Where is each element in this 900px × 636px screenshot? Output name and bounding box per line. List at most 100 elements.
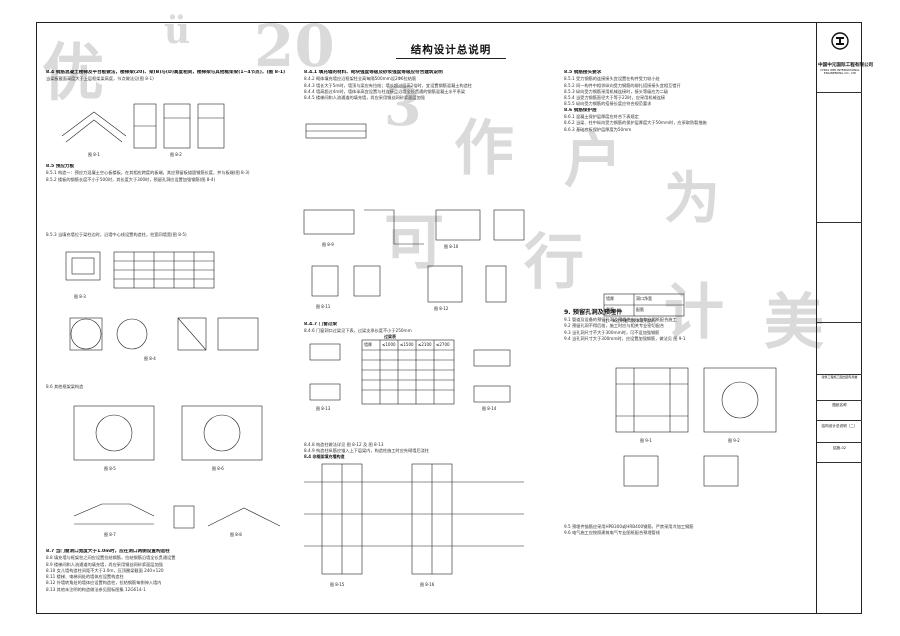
watermark: ü bbox=[164, 10, 191, 52]
note-line: 8.6 钢筋保护层 bbox=[564, 107, 597, 113]
note-line: 8.5.3 当填充墙位于梁柱边时，沿墙中心线设置构造柱，柱宽同墙宽(图 8-5) bbox=[46, 232, 187, 237]
table-header: 墙厚 bbox=[364, 342, 372, 347]
note-line: 8.6.3 基础底板保护层厚度为50mm bbox=[564, 126, 632, 132]
note-line: 8.4.3 墙长大于5m时，墙顶与梁应有拉结；墙长超过层高2倍时，宜设置钢筋混凝… bbox=[304, 82, 472, 88]
drawing-number: 结施-02 bbox=[817, 442, 862, 460]
title-underline bbox=[396, 58, 506, 59]
figure-label: 图 8-9 bbox=[322, 242, 334, 247]
figure-label: 图 8-4 bbox=[144, 356, 156, 361]
note-line: 8.4.9 构造柱纵筋应锚入上下层梁内，构造柱施工时应先砌墙后浇柱 bbox=[304, 448, 430, 454]
table-label: 配筋 bbox=[636, 307, 644, 312]
watermark: 20 bbox=[254, 12, 335, 80]
note-line: 8.5 预应力板 bbox=[46, 164, 75, 169]
figure-label: 图 8-8 bbox=[230, 532, 242, 537]
note-line: 8.5.3 纵向受力钢筋采用机械连接时，接头等级应为二级 bbox=[564, 88, 669, 94]
note-line: 8.5.2 楼板的钢筋长度不小于500时，其长度大于300时，预留孔洞应设置加强… bbox=[46, 176, 216, 182]
text-column-2c: 8.4.8 构造柱做法详见 图 8-12 及 图 8-13 8.4.9 构造柱纵… bbox=[304, 442, 544, 455]
watermark: 为 bbox=[664, 166, 720, 232]
figure-label: 图 8-15 bbox=[330, 582, 345, 587]
note-line: 8.9 楼梯间和人流通道的填充墙，尚应采用钢丝网砂浆面层加强 bbox=[46, 561, 163, 567]
note-line: 8.5.1 受力钢筋的连接接头宜设置在构件受力较小处 bbox=[564, 76, 660, 82]
note-line: 8.4 钢筋混凝土楼梯及平台板做法，楼梯梁(20)、梁(B)与(D)高度相同，楼… bbox=[46, 70, 286, 75]
note-line: 8.7 当门窗洞口宽度大于1.0m时，应在洞口两侧设置构造柱 bbox=[46, 549, 170, 554]
text-column-3c: 9.5 预埋件锚筋应采用HPB300或HRB400钢筋，严禁采用冷加工钢筋 9.… bbox=[564, 524, 809, 537]
note-line: 8.4.2 砌体填充墙应沿框架柱全高每隔500mm设2Φ6拉结筋 bbox=[304, 76, 417, 82]
note-line: 8.4.7 门窗过梁 bbox=[304, 322, 338, 327]
figure-label: 图 8-3 bbox=[74, 294, 86, 299]
watermark: 作 bbox=[454, 114, 514, 184]
text-column-1c: 8.5.3 当填充墙位于梁柱边时，沿墙中心线设置构造柱，柱宽同墙宽(图 8-5) bbox=[46, 232, 286, 238]
text-column-1b: 8.5 预应力板 8.5.1 构造一：预应力混凝土空心板楼板，在其相应跨度的板端… bbox=[46, 164, 286, 183]
figure-label: 图 8-6 bbox=[212, 466, 224, 471]
drawing-frame bbox=[36, 22, 862, 614]
text-column-1: 8.4 钢筋混凝土楼梯及平台板做法，楼梯梁(20)、梁(B)与(D)高度相同，楼… bbox=[46, 70, 286, 83]
note-line: 9.4 当孔洞尺寸大于300mm时，应设置加强钢筋，做法见 图 9-1 bbox=[564, 335, 686, 341]
table-header: ≤2100 bbox=[418, 342, 432, 347]
watermark: 美 bbox=[764, 288, 824, 358]
text-column-2: 8.4.1 填充墙的材料、砌块强度等级及砂浆强度等级应符合建筑说明 8.4.2 … bbox=[304, 70, 544, 101]
note-line: 8.6.2 当梁、柱中纵向受力钢筋的保护层厚度大于50mm时，应采取防裂措施 bbox=[564, 120, 707, 126]
note-line: 8.4.8 构造柱做法详见 图 8-12 及 图 8-13 bbox=[304, 442, 384, 447]
text-column-1d: 8.6 其他框架梁构造 bbox=[46, 384, 286, 390]
company-name: 中国中元国际工程有限公司 bbox=[818, 63, 874, 68]
drawing-title: 结构设计总说明（二） bbox=[817, 420, 862, 438]
figure-label: 图 8-13 bbox=[316, 406, 331, 411]
figure-label: 图 9-1 bbox=[640, 438, 652, 443]
table-header: ≤1500 bbox=[400, 342, 414, 347]
figure-label: 图 8-2 bbox=[170, 152, 182, 157]
note-line: 9.5 预埋件锚筋应采用HPB300或HRB400钢筋，严禁采用冷加工钢筋 bbox=[564, 524, 694, 529]
table-label: 洞口净宽 bbox=[636, 296, 652, 301]
note-line: 9.6 电气施工应按照建筑电气专业图纸配合预埋管线 bbox=[564, 530, 660, 536]
title-block-row bbox=[817, 462, 862, 613]
note-line: 当梁板截面高度大于上层框架梁高度，节点做法见(图 8-1) bbox=[46, 76, 154, 82]
figure-label: 图 8-14 bbox=[482, 406, 497, 411]
figure-label: 图 8-1 bbox=[88, 152, 100, 157]
note-line: 8.4.6 门窗洞口过梁见下表，过梁支承长度不小于250mm bbox=[304, 328, 412, 334]
watermark: 行 bbox=[524, 228, 584, 298]
drawing-sheet: 优 ü 20 3 作 户 为 可 行 计 美 结构设计总说明 8.4 钢筋混凝土… bbox=[4, 4, 896, 632]
figure-label: 图 8-11 bbox=[316, 304, 331, 309]
title-block: 中国中元国际工程有限公司 CHINA IPPR INTERNATIONAL EN… bbox=[816, 22, 874, 614]
figure-label: 图 8-16 bbox=[420, 582, 435, 587]
note-line: 8.5.4 当受力钢筋直径大于等于22时，应采用机械连接 bbox=[564, 95, 666, 101]
watermark: 优 bbox=[42, 36, 105, 109]
company-name-en: CHINA IPPR INTERNATIONAL ENGINEERING CO.… bbox=[820, 68, 860, 76]
figure-label: 图 8-12 bbox=[434, 306, 449, 311]
text-column-3: 8.5 钢筋接头要求 8.5.1 受力钢筋的连接接头宜设置在构件受力较小处 8.… bbox=[564, 70, 809, 133]
note-line: 8.5 钢筋接头要求 bbox=[564, 70, 602, 75]
company-logo-icon bbox=[831, 32, 849, 50]
section-heading: 9. 预留孔洞及预埋件 bbox=[564, 309, 623, 316]
figure-label: 图 8-10 bbox=[444, 244, 459, 249]
note-line: 8.5.5 纵向受力钢筋的搭接长度应符合规范要求 bbox=[564, 101, 652, 107]
table-header: ≤1000 bbox=[382, 342, 396, 347]
title-block-row bbox=[817, 92, 862, 153]
text-column-1e: 8.7 当门窗洞口宽度大于1.0m时，应在洞口两侧设置构造柱 8.8 填充墙与框… bbox=[46, 549, 286, 593]
note-line: 8.8 填充墙与框架柱之间应设置拉结钢筋，拉结钢筋沿墙全长贯通设置 bbox=[46, 555, 176, 561]
note-line: 8.12 外墙转角处的墙体应设置构造柱，拉结钢筋每侧伸入墙内 bbox=[46, 580, 162, 586]
table-header: ≤2700 bbox=[436, 342, 450, 347]
project-label: 图纸名称 bbox=[817, 400, 862, 415]
table-note: 注：未注明者均按本说明执行 bbox=[604, 318, 656, 323]
table-label: 墙厚 bbox=[606, 296, 614, 301]
note-line: 8.5.1 构造一：预应力混凝土空心板楼板，在其相应跨度的板端，其应预留板锚固钢… bbox=[46, 170, 250, 176]
table-title: 过梁表 bbox=[384, 334, 396, 339]
note-line: 8.10 女儿墙构造柱间距不大于3.0m，压顶圈梁截面 240×120 bbox=[46, 567, 164, 573]
title-block-row bbox=[817, 222, 862, 283]
section-subheading: 8.4 非框架填充墙构造 bbox=[304, 454, 345, 459]
note-line: 9.1 管道及设备的预留孔洞及预埋件应与各专业图纸配合施工 bbox=[564, 317, 677, 322]
title-block-row bbox=[817, 322, 862, 363]
note-line: 8.6 其他框架梁构造 bbox=[46, 384, 84, 389]
table-label: 截面 bbox=[606, 307, 614, 312]
note-line: 8.6.1 混凝土保护层厚度应符合下表规定 bbox=[564, 114, 639, 120]
stamp-label: 建筑工程施工图出图专用章 bbox=[817, 374, 862, 385]
note-line: 8.13 其他未注明的构造做法参见国标图集 12G614-1 bbox=[46, 586, 146, 592]
note-line: 8.5.2 同一构件中相邻纵向受力钢筋的绑扎搭接接头宜相互错开 bbox=[564, 82, 681, 88]
detail-drawings bbox=[61, 103, 777, 575]
text-column-3b: 9. 预留孔洞及预埋件 9.1 管道及设备的预留孔洞及预埋件应与各专业图纸配合施… bbox=[564, 308, 809, 342]
text-column-2b: 8.4.7 门窗过梁 8.4.6 门窗洞口过梁见下表，过梁支承长度不小于250m… bbox=[304, 322, 544, 335]
note-line: 8.4.4 墙高超过4m时，墙体半高宜设置与柱连接且沿墙全长贯通的钢筋混凝土水平… bbox=[304, 88, 466, 94]
figure-label: 图 8-7 bbox=[104, 532, 116, 537]
note-line: 8.11 楼梯、电梯间处的墙体应设置构造柱 bbox=[46, 574, 124, 580]
figure-label: 图 8-5 bbox=[104, 466, 116, 471]
watermark: 户 bbox=[564, 127, 623, 195]
